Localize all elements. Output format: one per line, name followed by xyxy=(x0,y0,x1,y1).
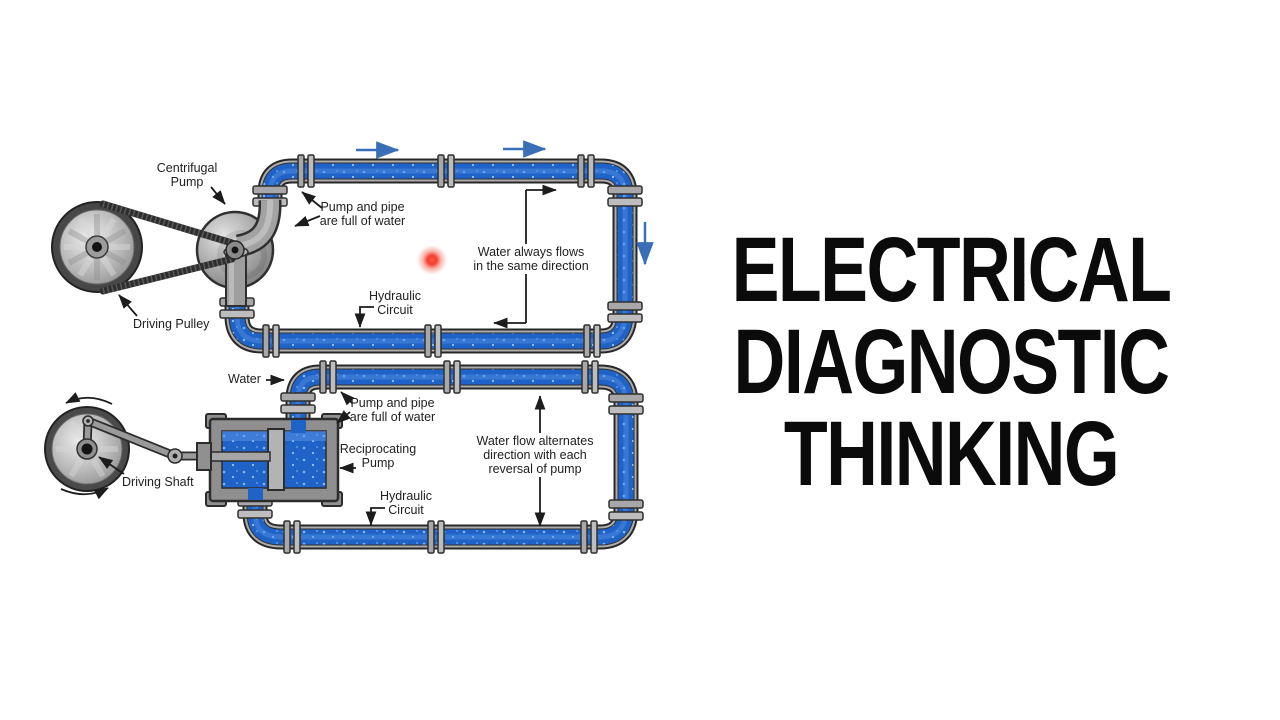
label-flow-direction-bottom: Water flow alternates direction with eac… xyxy=(464,433,606,477)
full-water-arrow-bottom-1 xyxy=(340,391,355,406)
label-hydraulic-circuit-bottom: Hydraulic Circuit xyxy=(379,489,433,517)
label-hydraulic-circuit-top: Hydraulic Circuit xyxy=(368,289,422,317)
label-driving-shaft: Driving Shaft xyxy=(122,475,194,489)
label-full-of-water-top: Pump and pipe are full of water xyxy=(319,200,406,228)
full-water-arrow-top-2 xyxy=(294,215,321,227)
driving-shaft-arrow xyxy=(98,456,125,475)
top-circuit-pipes xyxy=(224,158,638,354)
rotation-arrow-top xyxy=(65,392,113,405)
hydraulic-circuit-arrow-top xyxy=(354,306,374,328)
drive-belt xyxy=(99,200,245,295)
label-driving-pulley: Driving Pulley xyxy=(133,317,210,331)
full-water-arrow-bottom-2 xyxy=(336,410,351,424)
label-water: Water xyxy=(228,372,261,386)
video-title: ELECTRICAL DIAGNOSTIC THINKING xyxy=(731,219,1172,505)
reciprocating-pump xyxy=(196,413,343,507)
label-flow-direction-top: Water always flows in the same direction xyxy=(462,244,600,274)
bottom-circuit-pipes xyxy=(242,364,639,550)
label-full-of-water-bottom: Pump and pipe are full of water xyxy=(349,396,436,424)
rod-gland xyxy=(196,442,212,471)
label-reciprocating-pump: Reciprocating Pump xyxy=(339,442,417,470)
label-centrifugal-pump: Centrifugal Pump xyxy=(156,161,218,189)
full-water-arrow-top-1 xyxy=(301,191,323,209)
laser-pointer-dot xyxy=(417,245,447,275)
flow-direction-arrows xyxy=(356,140,654,266)
rotation-arrow-bottom xyxy=(60,487,109,500)
hydraulic-circuit-arrow-bottom xyxy=(365,507,385,526)
centrifugal-pump-arrow xyxy=(210,186,226,205)
driving-pulley-arrow xyxy=(118,294,138,317)
driving-pulley xyxy=(51,201,143,293)
